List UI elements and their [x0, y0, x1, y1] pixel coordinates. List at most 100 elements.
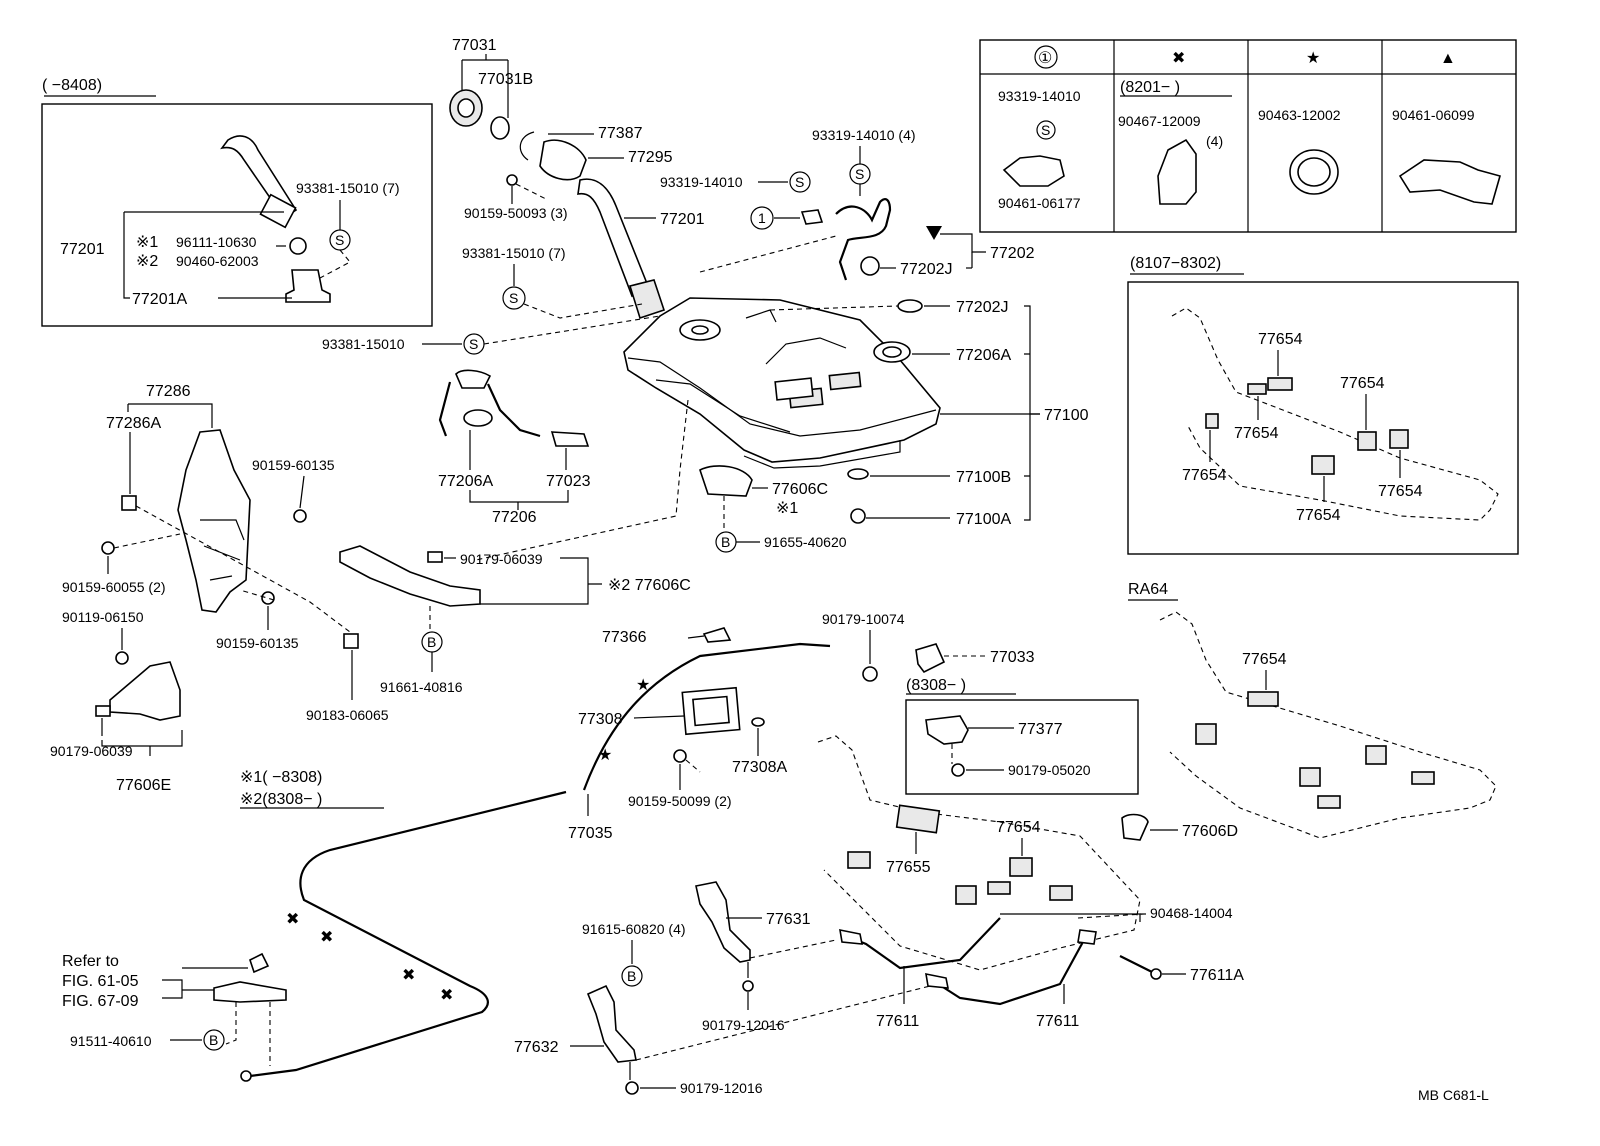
- note-2-range: ※2(8308− ): [240, 791, 322, 808]
- part-77632: 77632: [514, 1039, 559, 1056]
- part-77387: 77387: [598, 125, 643, 142]
- legend-bracket-90461-06099: [1398, 159, 1501, 205]
- s-symbol-3: S: [795, 174, 804, 190]
- grommet-77202J-b: [897, 299, 923, 313]
- clamp-77366: [702, 627, 732, 643]
- fuel-tank-77100: [623, 297, 941, 469]
- inset-8107-8302: (8107−8302) 77654 77654 77654 77654 7765…: [1127, 255, 1519, 555]
- legend-symbol-1: ①: [1038, 50, 1052, 67]
- one-symbol: 1: [758, 210, 766, 226]
- protector-77606E: [109, 661, 181, 721]
- legend-range-8201: (8201− ): [1120, 79, 1180, 96]
- inset-pre-8408: ( −8408) 77201 ※1 96111-10630 ※2 90460-6…: [41, 77, 433, 327]
- part-77611-a: 77611: [876, 1013, 919, 1030]
- b-symbol-4: B: [627, 968, 636, 984]
- part-77606E: 77606E: [116, 777, 171, 794]
- release-lever: [213, 981, 287, 1003]
- hinge-77377: [925, 715, 969, 745]
- legend-part-90467: 90467-12009: [1118, 113, 1201, 129]
- protector-77606C-2: [339, 545, 481, 607]
- part-90179-06039-b: 90179-06039: [50, 743, 133, 759]
- part-90159-60055: 90159-60055 (2): [62, 579, 166, 595]
- part-77308A: 77308A: [732, 759, 787, 776]
- sender-gauge-77206: 93381-15010 S 77206A 77023 77206: [322, 315, 661, 526]
- inset-8107-label-1: 77654: [1340, 375, 1385, 392]
- ra64-label: 77654: [1242, 651, 1287, 668]
- fig-67-09: FIG. 67-09: [62, 993, 139, 1010]
- inset-8107-label-0: 77654: [1258, 331, 1303, 348]
- cap-gasket: [490, 116, 510, 140]
- star-symbol-2: ★: [598, 747, 612, 764]
- legend-qty: (4): [1206, 133, 1223, 149]
- vent-line-group: 93319-14010 (4) S 93319-14010 S 1 77202J…: [660, 127, 1035, 281]
- x-symbol-1: ✖: [286, 911, 299, 928]
- clamp-icon: [289, 237, 307, 255]
- part-90119-06150: 90119-06150: [62, 609, 144, 625]
- bracket-77631: [695, 881, 751, 963]
- ra64-title: RA64: [1128, 581, 1168, 598]
- inset-8308: (8308− ) 77377 90179-05020: [905, 677, 1139, 795]
- inset-year-range: ( −8408): [42, 77, 102, 94]
- drawing-code: MB C681-L: [1418, 1087, 1489, 1103]
- part-77023: 77023: [546, 473, 591, 490]
- inset-8308-title: (8308− ): [906, 677, 966, 694]
- part-77100B: 77100B: [956, 469, 1011, 486]
- part-77100A: 77100A: [956, 511, 1011, 528]
- inset-8107-title: (8107−8302): [1130, 255, 1221, 272]
- mark-1-symbol: [750, 206, 774, 230]
- inset-s-symbol: S: [335, 232, 344, 248]
- part-91615-60820: 91615-60820 (4): [582, 921, 686, 937]
- inset-note2: ※2: [136, 253, 158, 270]
- part-77286A: 77286A: [106, 415, 161, 432]
- bracket-77632: [586, 984, 637, 1063]
- part-90183-06065: 90183-06065: [306, 707, 389, 723]
- inset-part-77201A: 77201A: [132, 291, 187, 308]
- floor-protector-group: 77655 77654 77606D 90468-14004 77611 776…: [514, 735, 1244, 1096]
- b-symbol-3: B: [209, 1032, 218, 1048]
- part-93319-14010-4: 93319-14010 (4): [812, 127, 916, 143]
- protector-77606C: [699, 465, 753, 497]
- legend-s-symbol: S: [1041, 122, 1050, 138]
- part-91655-40620: 91655-40620: [764, 534, 847, 550]
- x-symbol-2: ✖: [320, 929, 333, 946]
- inset-part-96111: 96111-10630: [176, 234, 257, 250]
- legend-part-90461-06177: 90461-06177: [998, 195, 1081, 211]
- pad-77606D: [1121, 813, 1149, 841]
- inset-frame: [41, 103, 433, 327]
- drain-plug-77100A: [850, 508, 866, 524]
- part-90159-60135-a: 90159-60135: [252, 457, 335, 473]
- protector-77286: [177, 429, 251, 613]
- bracket-77023: [550, 431, 590, 447]
- triangle-symbol: [926, 226, 942, 240]
- part-77202J-a: 77202J: [900, 261, 953, 278]
- s-symbol: S: [509, 290, 518, 306]
- legend-symbol-star: ★: [1306, 50, 1320, 67]
- part-90179-12016-b: 90179-12016: [680, 1080, 763, 1096]
- grommet-77201A: [285, 269, 331, 303]
- inset-part-93381: 93381-15010 (7): [296, 180, 400, 196]
- b-symbol-2: B: [427, 634, 436, 650]
- note-1-range: ※1( −8308): [240, 769, 322, 786]
- part-90179-05020: 90179-05020: [1008, 762, 1091, 778]
- legend-symbol-x: ✖: [1172, 50, 1185, 67]
- part-77606D: 77606D: [1182, 823, 1238, 840]
- legend-part-90461-06099: 90461-06099: [1392, 107, 1475, 123]
- x-symbol-3: ✖: [402, 967, 415, 984]
- part-77206: 77206: [492, 509, 537, 526]
- part-77202J-b: 77202J: [956, 299, 1009, 316]
- x-symbol-4: ✖: [440, 987, 453, 1004]
- part-77202: 77202: [990, 245, 1035, 262]
- pad-77655: [895, 804, 941, 834]
- part-77100: 77100: [1044, 407, 1089, 424]
- part-77031B: 77031B: [478, 71, 533, 88]
- legend-symbol-triangle: ▲: [1440, 50, 1456, 67]
- part-91661-40816: 91661-40816: [380, 679, 463, 695]
- part-77655: 77655: [886, 859, 931, 876]
- inset-8107-label-5: 77654: [1296, 507, 1341, 524]
- part-77606C-2: ※2 77606C: [608, 577, 691, 594]
- part-77206A-a: 77206A: [956, 347, 1011, 364]
- inset-note1: ※1: [136, 234, 158, 251]
- filler-neck-hose: [539, 139, 587, 181]
